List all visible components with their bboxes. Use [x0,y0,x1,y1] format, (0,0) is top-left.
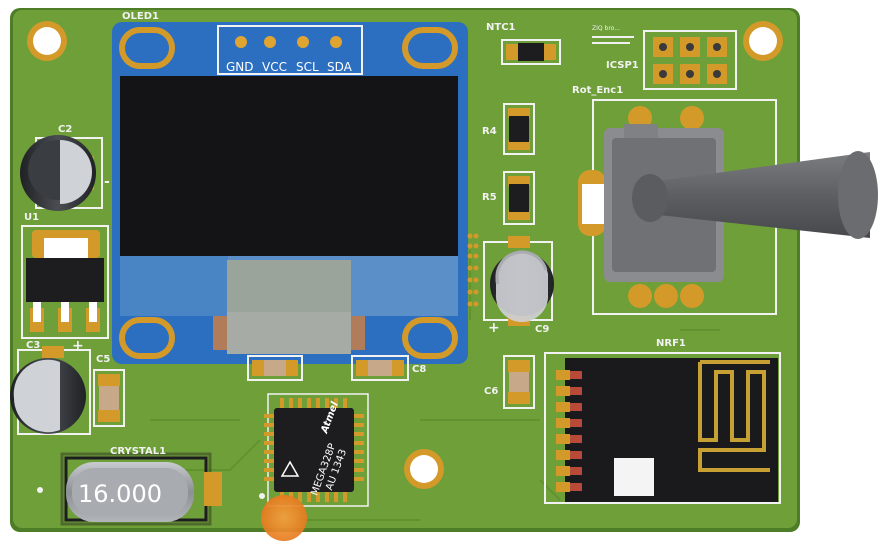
label-c3: C3 [26,340,40,351]
label-rot-enc1: Rot_Enc1 [572,85,623,96]
oled-display-module-icon[interactable] [112,22,468,364]
label-oled1: OLED1 [122,11,159,22]
label-icsp1: ICSP1 [606,60,639,71]
nrf24l01-module-icon[interactable] [544,352,781,504]
atmega328p-chip-icon[interactable] [259,393,369,507]
oled-screen [120,76,458,256]
crystal-dot [37,487,43,493]
label-c6: C6 [484,386,498,397]
nrf-pads [556,370,570,492]
label-c9-plus: + [488,320,500,336]
oled-pin-vcc: VCC [262,60,287,74]
capacitor-c9[interactable] [483,236,554,326]
signature-text: ZIQ bro... [592,25,620,32]
capacitor-c2[interactable] [20,135,103,211]
voltage-regulator-u1[interactable] [21,225,109,339]
signature-marks [592,36,634,44]
capacitor-c3[interactable] [10,346,91,435]
label-c2-minus: - [104,174,110,190]
label-c3-plus: + [72,338,84,354]
chip-pins-top [280,398,347,410]
nrf-antenna-trace [698,360,770,472]
oled-header-pins [235,36,342,48]
label-c5: C5 [96,354,110,365]
crystal-oscillator-icon[interactable] [60,452,222,526]
label-c9: C9 [535,324,549,335]
capacitor-under-oled-left[interactable] [247,355,303,381]
label-c2: C2 [58,124,72,135]
capacitor-c5[interactable] [93,369,125,427]
crystal-frequency: 16.000 [78,480,162,508]
cursor-highlight-icon [261,495,307,541]
icsp-header-icon[interactable] [643,30,737,90]
rotary-encoder-icon[interactable] [578,99,878,315]
chip-pins-left [264,414,276,481]
label-u1: U1 [24,212,39,223]
capacitor-c6[interactable] [503,355,535,409]
oled-pin-sda: SDA [327,60,353,74]
label-ntc1: NTC1 [486,22,516,33]
via-dots [467,233,479,307]
mounting-hole-center [404,449,444,489]
chip-pins-right [352,414,364,481]
capacitor-c8[interactable] [351,355,409,381]
label-r5: R5 [482,192,497,203]
label-crystal1: CRYSTAL1 [110,446,166,457]
oled-pin-gnd: GND [226,60,254,74]
label-r4: R4 [482,126,497,137]
ntc-thermistor[interactable] [501,39,561,65]
encoder-shaft [650,152,870,238]
oled-pin-scl: SCL [296,60,319,74]
oled-mount-holes [119,27,458,359]
resistor-r5[interactable] [503,171,535,225]
resistor-r4[interactable] [503,103,535,155]
label-nrf1: NRF1 [656,338,686,349]
mounting-hole-top-left [27,21,67,61]
oled-pin-labels: GND VCC SCL SDA [226,60,353,74]
mounting-hole-top-right [743,21,783,61]
label-c8: C8 [412,364,426,375]
